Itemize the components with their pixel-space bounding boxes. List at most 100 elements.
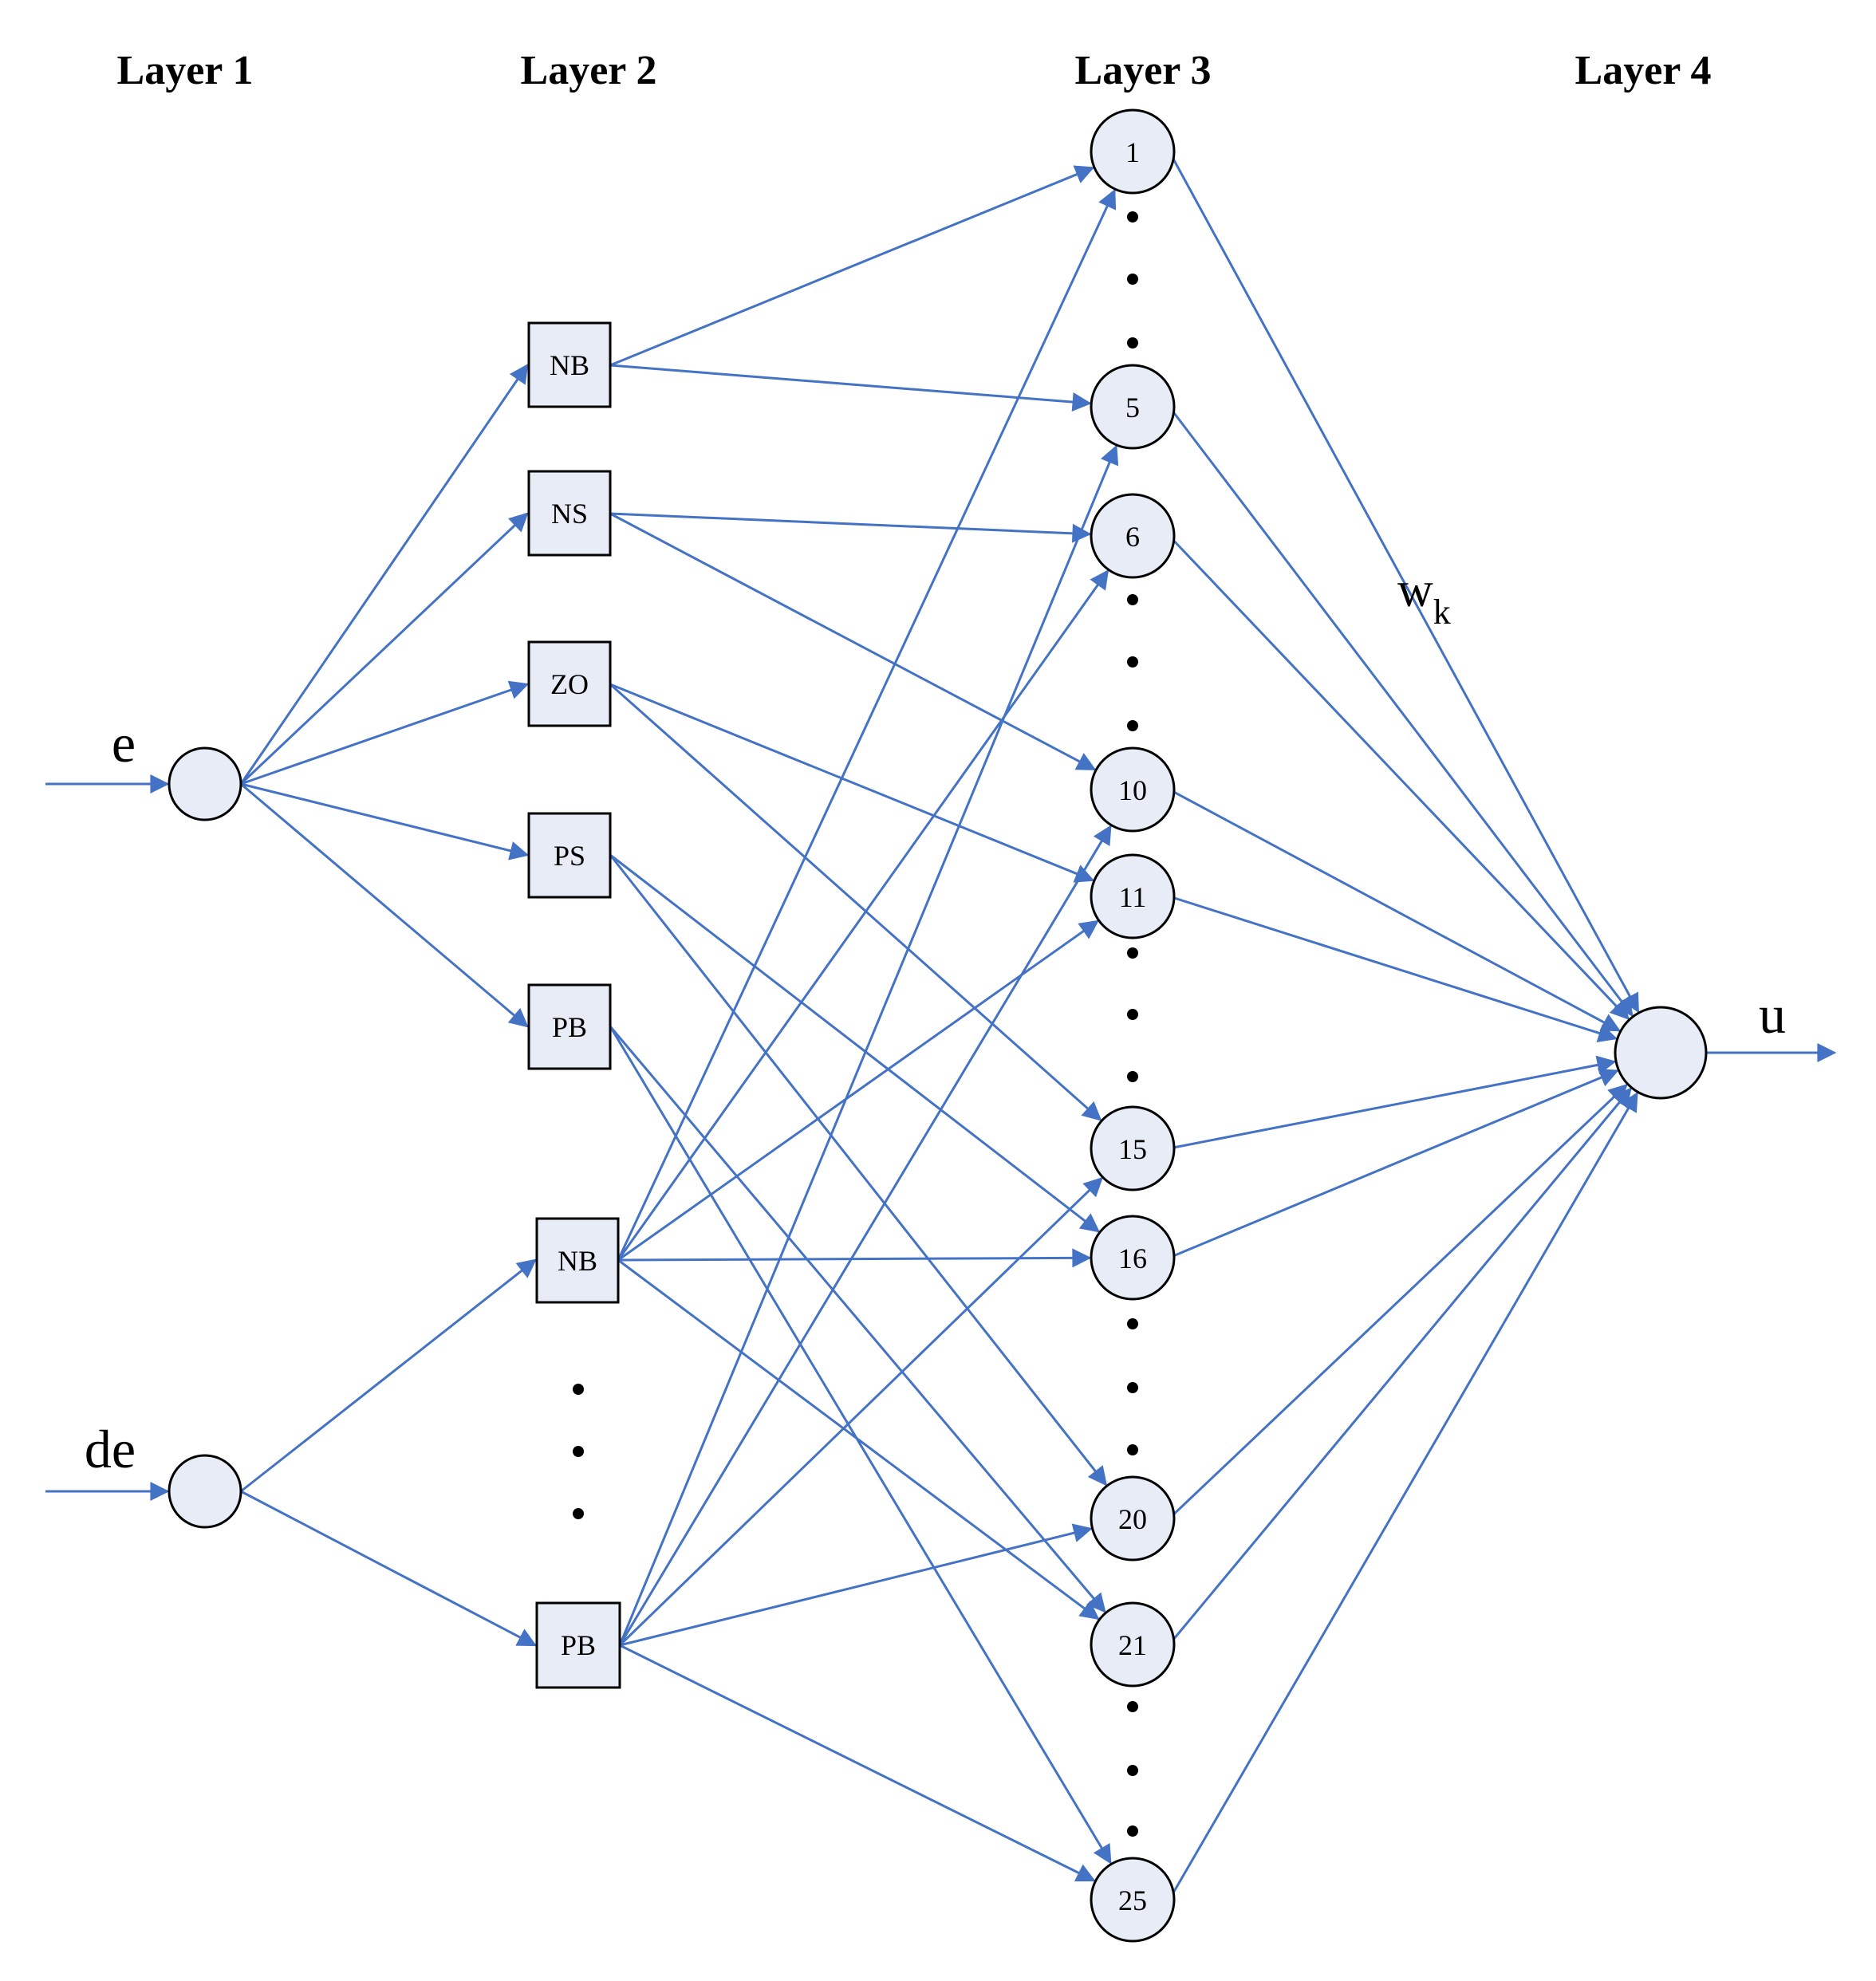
layer-1-title: Layer 1 [117,48,254,93]
edge-line [609,364,1092,412]
edge-line [239,512,529,786]
edge-line [1169,1055,1617,1150]
rule-node-20: 20 [1090,1475,1176,1562]
ellipsis-dot [1127,274,1138,285]
rule-node-25: 25 [1090,1857,1176,1943]
ellipsis-dot [1127,1765,1138,1776]
connection-edges [45,151,1837,1900]
edge-line [618,444,1119,1646]
ellipsis-dot [573,1384,584,1395]
edge-line [240,782,530,861]
rule-node-label: 25 [1118,1885,1147,1916]
edge-line [609,512,1097,771]
input-label-de: de [85,1419,136,1479]
edge-line [1168,1087,1632,1645]
edge-line [240,782,529,1028]
ellipsis-dot [1127,720,1138,731]
layer-2-title: Layer 2 [521,48,657,93]
edge-line [609,165,1095,367]
edge-line [619,1644,1096,1882]
edge-line [1168,1091,1638,1900]
ellipsis-dot [573,1446,584,1457]
ellipsis-dot [1127,1318,1138,1329]
ellipsis-dot [1127,947,1138,959]
layer2-e-node-pb: PB [527,983,612,1070]
rule-node-label: 6 [1125,521,1140,553]
rule-node-11: 11 [1090,853,1176,939]
layer2-e-node-zo: ZO [527,640,612,727]
edge-line [609,1026,1106,1613]
rule-node-label: 10 [1118,774,1147,806]
edge-line [617,920,1099,1262]
edge-line [240,1258,537,1493]
svg-text:NB: NB [558,1245,597,1277]
rule-node-label: 1 [1125,136,1140,168]
edge-line [609,683,1102,1121]
svg-text:PB: PB [561,1629,596,1661]
rule-node-5: 5 [1090,364,1176,450]
layer2-de-node-nb: NB [535,1217,620,1304]
ellipsis-dot [1127,1444,1138,1455]
edge-line [617,569,1109,1261]
edge-line [1169,895,1618,1042]
rule-node-10: 10 [1090,746,1176,833]
edge-line [240,680,530,786]
ellipsis-dot [1127,594,1138,605]
input-node-de [168,1454,242,1529]
rule-node-label: 20 [1118,1503,1147,1535]
svg-text:NB: NB [550,349,589,381]
ellipsis-dot [1127,337,1138,349]
rule-node-label: 11 [1119,881,1147,913]
output-node [1614,1006,1708,1100]
input-label-e: e [112,713,136,774]
edge-line [617,188,1117,1261]
edge-line [1168,406,1634,1017]
ellipsis-dot [573,1508,584,1519]
ellipsis-dot [1127,1382,1138,1393]
edge-line [240,1490,538,1647]
output-label-u: u [1759,984,1786,1045]
ellipsis-dot [1127,1825,1138,1837]
input-node-e [168,746,242,821]
rule-node-label: 21 [1118,1629,1147,1661]
rule-node-label: 5 [1125,392,1140,423]
rule-node-15: 15 [1090,1105,1176,1191]
edge-line [1168,534,1630,1020]
edge-line [1168,1083,1628,1520]
rule-node-21: 21 [1090,1601,1176,1688]
rule-node-label: 15 [1118,1133,1147,1165]
layer2-e-node-ps: PS [527,812,612,899]
edge-line [619,1523,1093,1647]
edge-line [609,683,1095,883]
ellipsis-dot [1127,1009,1138,1020]
edge-line [1168,151,1640,1014]
edge-line [609,854,1108,1487]
ellipsis-dot [1127,656,1138,668]
layer2-de-node-pb: PB [535,1601,621,1689]
ellipsis-dot [1127,211,1138,223]
svg-text:ZO: ZO [550,668,589,700]
edge-line [609,1026,1112,1865]
edge-line [239,364,529,785]
svg-text:NS: NS [551,498,588,530]
edge-line [617,1258,1100,1621]
svg-text:PS: PS [554,840,585,872]
rule-node-label: 16 [1118,1243,1147,1274]
layer-4-title: Layer 4 [1575,48,1712,93]
rule-node-6: 6 [1090,493,1176,579]
ellipsis-dot [1127,1701,1138,1712]
edge-line [618,1176,1103,1647]
edge-line [1169,788,1622,1032]
edge-line [609,512,1092,543]
edge-line [609,853,1101,1233]
rule-node-16: 16 [1090,1215,1176,1301]
edge-line [1169,1068,1619,1259]
edge-line [618,825,1112,1646]
layer2-e-node-nb: NB [527,321,612,408]
weight-label: wk [1397,563,1451,632]
layer2-e-node-ns: NS [527,470,612,557]
ellipsis-dot [1127,1071,1138,1082]
layer-3-title: Layer 3 [1075,48,1212,93]
